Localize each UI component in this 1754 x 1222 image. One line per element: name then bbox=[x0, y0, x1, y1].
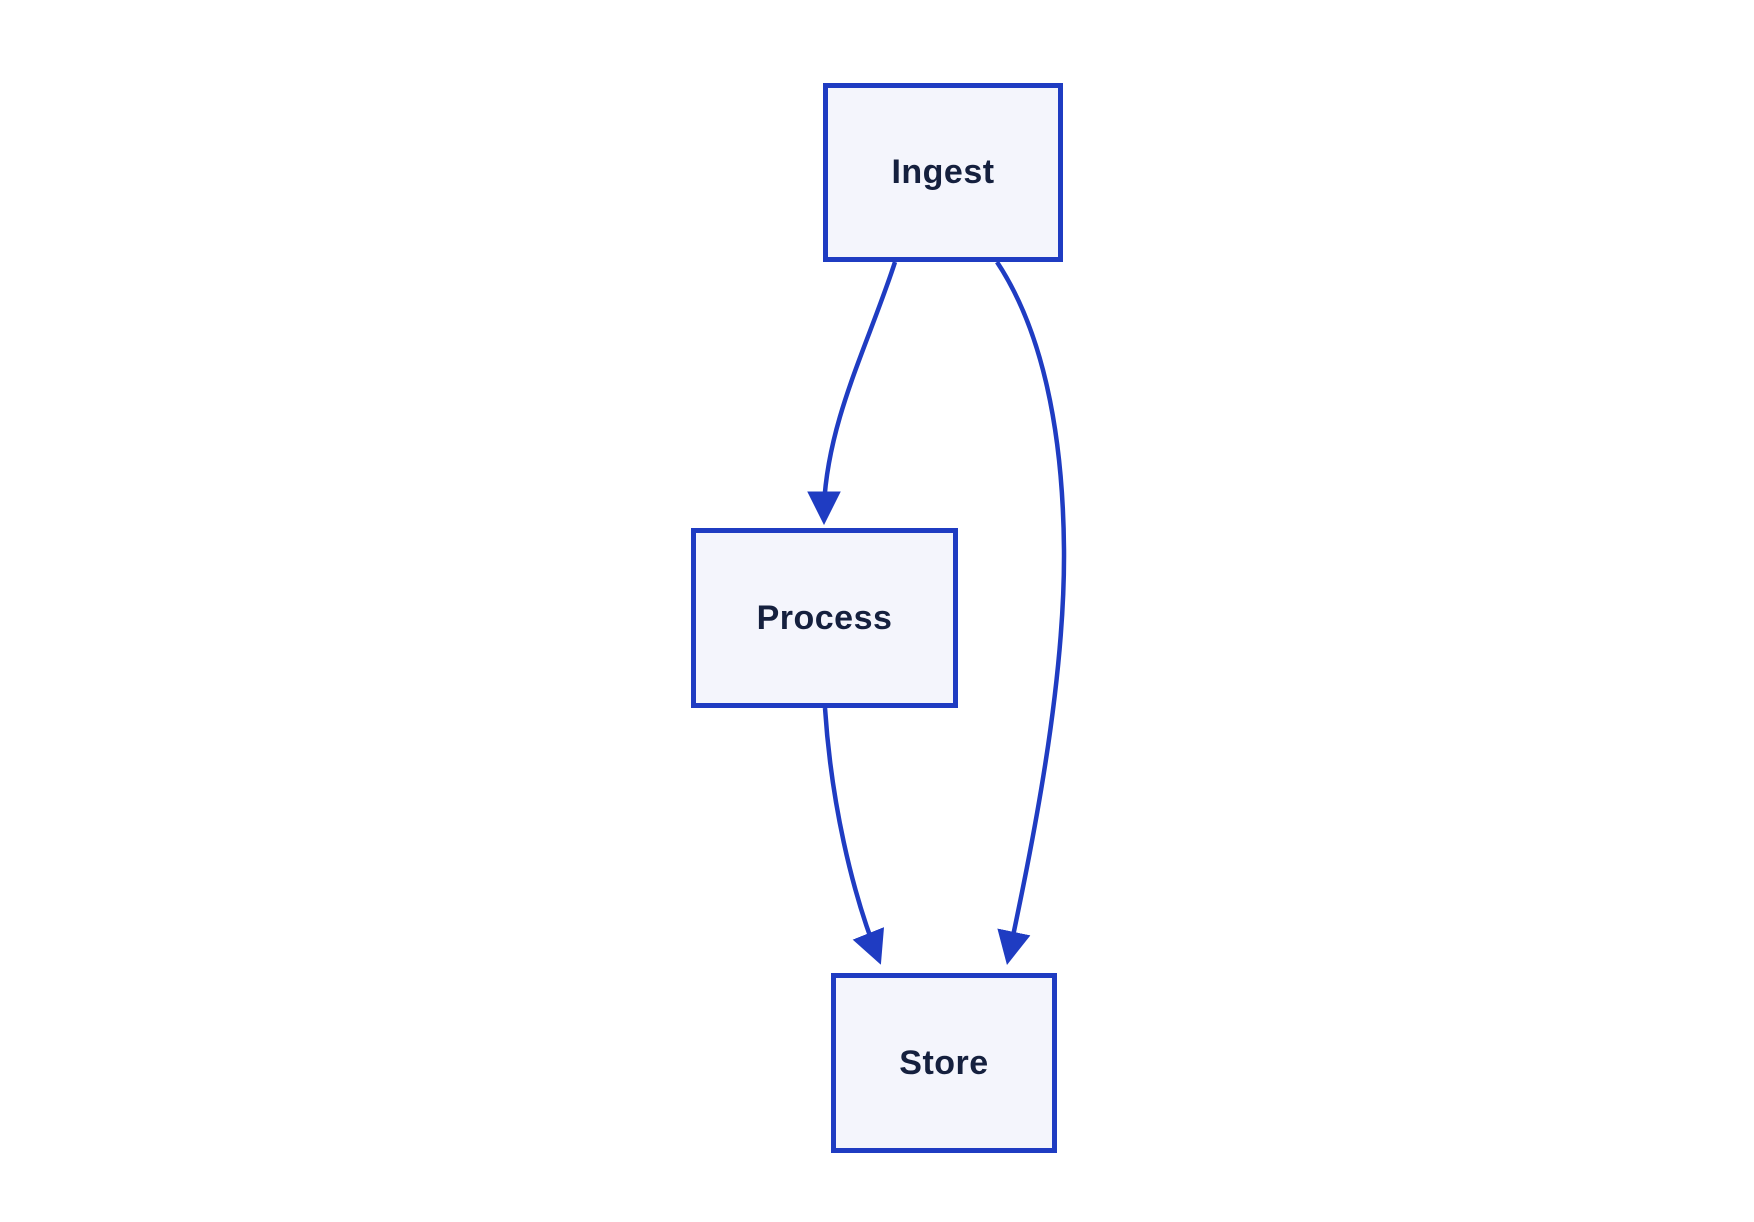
node-ingest: Ingest bbox=[823, 83, 1063, 262]
edge-ingest-store bbox=[995, 260, 1067, 965]
node-store: Store bbox=[831, 973, 1057, 1153]
edge-ingest-process bbox=[807, 261, 898, 526]
node-ingest-label: Ingest bbox=[891, 153, 995, 191]
node-process-label: Process bbox=[756, 598, 893, 637]
node-store-label: Store bbox=[899, 1043, 989, 1082]
edge-process-store bbox=[822, 707, 885, 965]
node-process: Process bbox=[691, 528, 958, 708]
